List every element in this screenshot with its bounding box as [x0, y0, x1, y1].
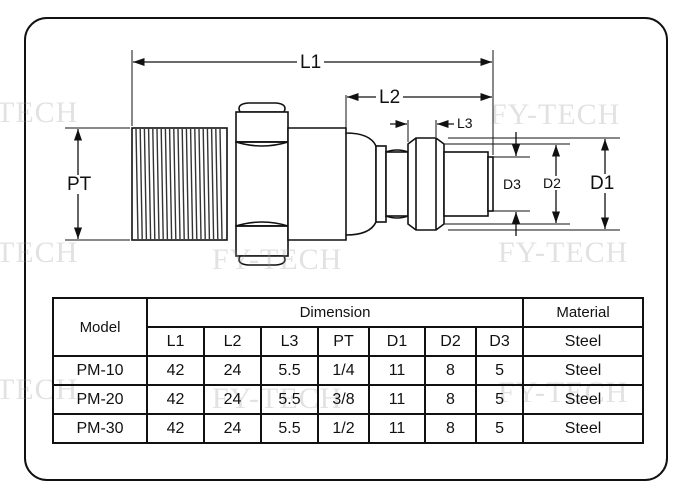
dimension-label-d3: D3: [501, 176, 523, 192]
column-header-l1: L1: [146, 326, 205, 357]
material-cell: Steel: [522, 384, 645, 415]
table-cell: 8: [424, 384, 477, 415]
table-cell: 5.5: [260, 413, 319, 444]
table-cell: 42: [146, 355, 205, 386]
table-header-row: Model Dimension Material: [52, 297, 645, 357]
table-cell: 5.5: [260, 384, 319, 415]
specification-table: Model Dimension Material L1 L2 L3 PT D1 …: [52, 297, 645, 444]
thread-line: [168, 128, 173, 240]
table-cell: 24: [203, 384, 262, 415]
table-row: PM-20 42 24 5.5 3/8 11 8 5 Steel: [52, 384, 645, 415]
table-cell: 3/8: [317, 384, 370, 415]
thread-line: [210, 128, 215, 240]
thread-line: [160, 128, 164, 240]
table-cell: 11: [368, 413, 426, 444]
thread-line: [173, 128, 177, 240]
threaded-section: [131, 127, 228, 241]
thread-line: [152, 128, 156, 240]
column-header-d1: D1: [368, 326, 426, 357]
column-header-d2: D2: [424, 326, 477, 357]
material-cell: Steel: [522, 355, 645, 386]
thread-line: [139, 128, 143, 240]
table-row: PM-10 42 24 5.5 1/4 11 8 5 Steel: [52, 355, 645, 386]
dimension-label-l2: L2: [376, 88, 404, 107]
table-cell: 5: [474, 413, 525, 444]
table-cell: 42: [146, 384, 205, 415]
thread-line: [206, 128, 211, 240]
model-cell: PM-30: [52, 413, 148, 444]
thread-line: [177, 128, 181, 240]
thread-line: [135, 128, 139, 240]
column-header-l3: L3: [260, 326, 319, 357]
dimension-label-pt: PT: [64, 175, 95, 194]
thread-line: [189, 128, 194, 240]
dimension-label-l3: L3: [455, 115, 475, 131]
dimension-label-l1: L1: [297, 53, 325, 72]
dimension-label-d2: D2: [541, 175, 563, 191]
model-cell: PM-20: [52, 384, 148, 415]
column-header-row: L1 L2 L3 PT D1 D2 D3 Steel: [53, 326, 645, 357]
thread-line: [202, 128, 206, 240]
outer-frame: [24, 17, 668, 481]
table-cell: 42: [146, 413, 205, 444]
model-header: Model: [52, 297, 148, 357]
table-row: PM-30 42 24 5.5 1/2 11 8 5 Steel: [52, 413, 645, 444]
thread-line: [164, 128, 169, 240]
material-cell: Steel: [522, 413, 645, 444]
table-cell: 1/2: [317, 413, 370, 444]
dimension-header: Dimension: [145, 297, 525, 328]
column-header-d3: D3: [474, 326, 525, 357]
thread-line: [194, 128, 198, 240]
thread-line: [198, 128, 202, 240]
table-cell: 5: [474, 384, 525, 415]
column-header-pt: PT: [317, 326, 370, 357]
column-header-l2: L2: [203, 326, 262, 357]
material-header: Material: [522, 297, 645, 328]
table-cell: 8: [424, 413, 477, 444]
thread-line: [181, 128, 185, 240]
table-cell: 8: [424, 355, 477, 386]
thread-line: [219, 128, 223, 240]
thread-line: [185, 128, 190, 240]
hex-nut: [235, 102, 289, 266]
table-cell: 11: [368, 355, 426, 386]
table-cell: 24: [203, 355, 262, 386]
table-cell: 11: [368, 384, 426, 415]
dimension-label-d1: D1: [587, 174, 618, 193]
table-cell: 24: [203, 413, 262, 444]
model-cell: PM-10: [52, 355, 148, 386]
table-cell: 5: [474, 355, 525, 386]
plug-body: [287, 127, 494, 241]
material-subheader: Steel: [522, 326, 645, 357]
table-cell: 1/4: [317, 355, 370, 386]
table-cell: 5.5: [260, 355, 319, 386]
thread-line: [215, 128, 219, 240]
extension-lines: [65, 50, 620, 241]
thread-line: [156, 128, 160, 240]
thread-line: [143, 128, 148, 240]
thread-line: [147, 128, 152, 240]
